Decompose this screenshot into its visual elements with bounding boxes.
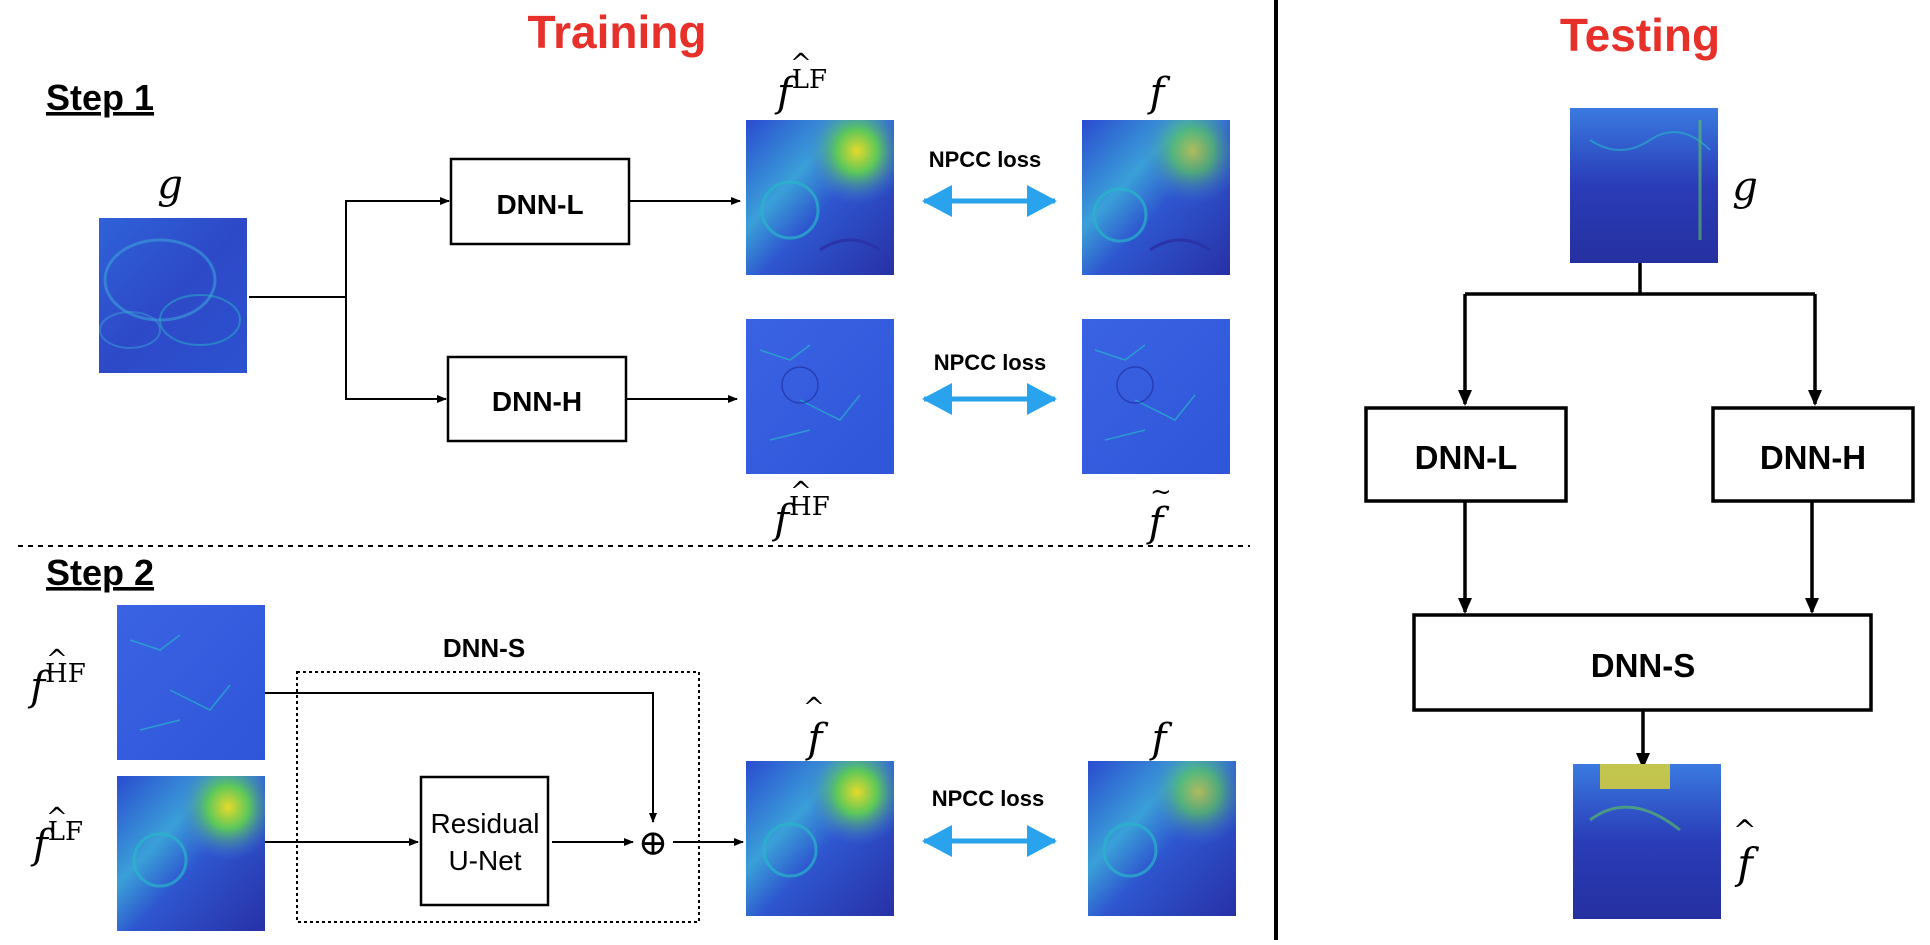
testing-title: Testing	[1560, 9, 1720, 61]
step2-in-lf-sup: LF	[48, 817, 83, 847]
step1-dnn-h-label: DNN-H	[492, 386, 582, 417]
testing-dnn-s-label: DNN-S	[1591, 647, 1696, 684]
edge-hf-to-sum	[265, 692, 657, 823]
testing-dnn-l-label: DNN-L	[1415, 439, 1518, 476]
step2-label: Step 2	[46, 552, 154, 593]
step1-input-image	[99, 218, 247, 373]
step1-label: Step 1	[46, 77, 154, 118]
step1-dnn-h-box	[446, 355, 628, 443]
step1-loss2-label: NPCC loss	[934, 350, 1046, 375]
step1-output-lf-image	[746, 120, 894, 275]
step2-in-hf-sup: HF	[45, 659, 86, 689]
step2-sum-symbol: ⊕	[638, 823, 668, 864]
step2-residual-box	[419, 775, 550, 907]
step1-target-lf-symbol: f	[1147, 70, 1171, 116]
step2-in-lf-image	[117, 776, 265, 931]
training-title: Training	[528, 6, 707, 58]
testing-input-symbol: g	[1732, 164, 1758, 210]
step1-target-hf-tilde: ~	[1150, 477, 1172, 507]
step2-output-image	[746, 761, 894, 916]
step2-residual-line1: Residual	[431, 808, 540, 839]
testing-output-hat: ^	[1733, 814, 1756, 847]
edge-input-to-dnnl	[249, 197, 450, 298]
step1-target-lf-image	[1082, 120, 1230, 275]
edge-input-to-dnnh	[345, 297, 447, 403]
step2-target-symbol: f	[1149, 716, 1173, 762]
testing-dnn-h-label: DNN-H	[1760, 439, 1866, 476]
step2-residual-line2: U-Net	[448, 845, 521, 876]
step2-target-image	[1088, 761, 1236, 916]
step1-dnn-l-box	[449, 157, 631, 246]
step1-input-symbol: g	[157, 162, 183, 208]
step2-in-hf-image	[117, 605, 265, 760]
step1-output-lf-sup: LF	[792, 65, 827, 95]
step1-output-lf-hat: ^	[790, 49, 812, 79]
step1-output-hf-hat: ^	[790, 477, 812, 507]
testing-input-image	[1570, 108, 1718, 263]
step2-in-hf-label: fHF	[27, 659, 86, 710]
step2-dnn-s-container	[296, 671, 700, 923]
step1-target-hf-image	[1082, 319, 1230, 474]
step1-loss1-label: NPCC loss	[929, 147, 1041, 172]
step1-output-lf-label: fLF	[774, 65, 827, 116]
step2-in-hf-hat: ^	[46, 645, 68, 675]
step2-output-hat: ^	[803, 693, 825, 723]
step2-dnn-s-label: DNN-S	[443, 633, 525, 663]
testing-dnn-h-box	[1711, 406, 1915, 503]
testing-output-image	[1573, 764, 1721, 919]
step1-output-hf-image	[746, 319, 894, 474]
step2-loss-label: NPCC loss	[932, 786, 1044, 811]
step1-dnn-l-label: DNN-L	[496, 189, 583, 220]
step2-in-lf-hat: ^	[46, 803, 68, 833]
step1-output-hf-sup: HF	[789, 492, 830, 522]
